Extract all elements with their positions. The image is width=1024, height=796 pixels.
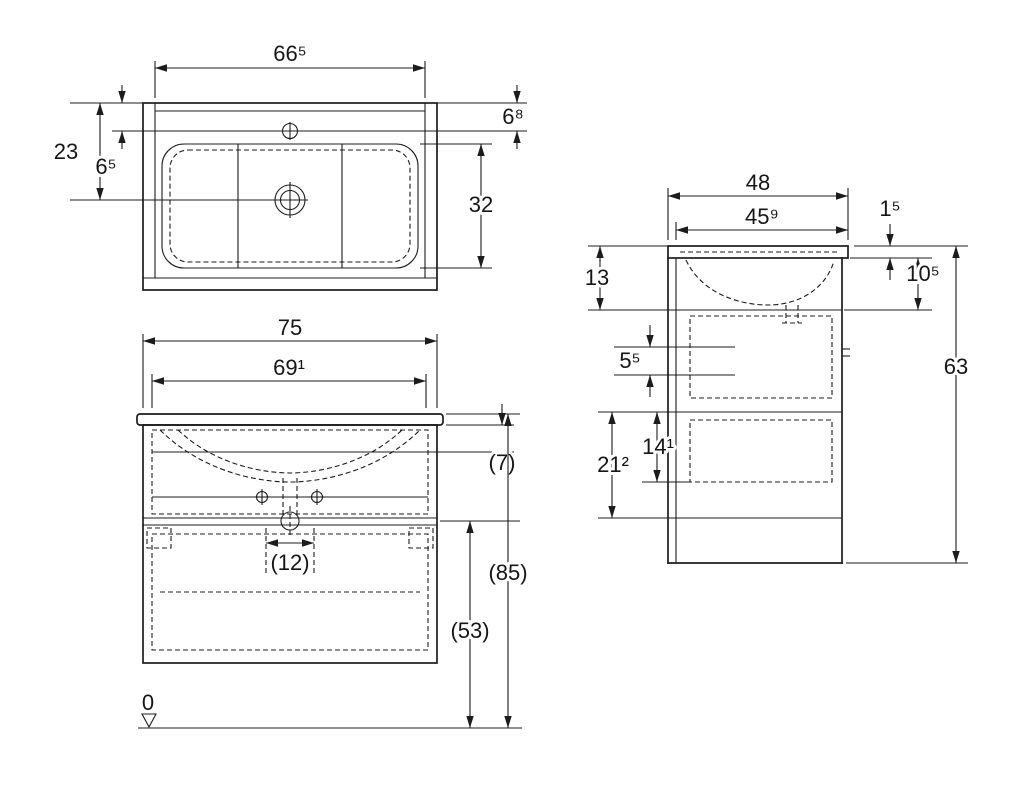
dim-basin-width-label: 66⁵ (273, 41, 307, 66)
dim-drawer-front: 21² (594, 412, 632, 518)
dim-rail-gap-label: 5⁵ (619, 348, 640, 373)
dim-apron-height-label: 10⁵ (906, 261, 940, 286)
dim-basin-depth-label: 32 (469, 192, 493, 217)
dim-basin-depth: 32 (420, 143, 496, 269)
dim-back-to-drain: 23 (51, 102, 274, 201)
dim-drain-clearance-label: (12) (270, 550, 309, 575)
datum-zero-label: 0 (142, 690, 154, 715)
dim-inner-depth: 45⁹ (675, 201, 848, 240)
dim-bottom-height: (53) (440, 520, 520, 728)
dim-back-to-drain-label: 23 (54, 139, 78, 164)
dim-slab-offset-label: (7) (489, 450, 516, 475)
dim-total-depth-label: 48 (746, 170, 770, 195)
dim-cabinet-width: 75 (142, 312, 438, 408)
bottom-drawer-side (689, 419, 833, 483)
dim-recess-depth-label: 13 (585, 265, 609, 290)
slab-side (667, 245, 849, 259)
side-view: 48 45⁹ 1⁵ 10⁵ 13 5⁵ (582, 167, 971, 564)
dim-total-depth: 48 (667, 167, 849, 240)
dim-inner-width-label: 69¹ (273, 355, 305, 380)
tap-hole-symbol (281, 122, 299, 140)
basin-section-contour (685, 259, 835, 306)
dim-back-to-tap-right: 6⁸ (299, 85, 527, 149)
front-view: 75 69¹ (7) (12) (53) ( (136, 312, 531, 729)
washbasin-slab (136, 413, 444, 426)
dim-basin-width: 66⁵ (154, 38, 426, 98)
dim-back-to-tap: 6⁵ (92, 85, 281, 182)
dim-back-to-tap-label: 6⁵ (95, 154, 116, 179)
fixing-point-left (254, 489, 270, 505)
dim-cabinet-width-label: 75 (278, 315, 302, 340)
washbasin-outline (142, 102, 438, 291)
dim-side-total-height-label: 63 (944, 354, 968, 379)
dim-inner-width: 69¹ (151, 352, 427, 408)
drain-outlet-symbol (280, 506, 300, 538)
dim-back-to-tap-right-label: 6⁸ (502, 104, 524, 129)
dim-apron-height: 10⁵ (844, 258, 943, 311)
drawer-runner-right (408, 527, 434, 549)
cabinet-side-outline (588, 245, 850, 564)
dim-inner-depth-label: 45⁹ (745, 204, 779, 229)
dim-drawer-front-label: 21² (597, 452, 629, 477)
top-view: 66⁵ 23 6⁵ 6⁸ 32 (51, 38, 527, 291)
dim-total-height: (85) (446, 413, 531, 728)
drawer-runner-left (146, 527, 172, 549)
dim-drawer-box-label: 14¹ (642, 434, 674, 459)
dim-recess-depth: 13 (582, 245, 668, 310)
top-drawer-side (689, 315, 833, 399)
dim-side-total-height: 63 (846, 246, 971, 564)
basin-underside-contour (159, 429, 421, 483)
dim-rail-gap: 5⁵ (616, 325, 654, 397)
floor-datum: 0 (138, 687, 522, 729)
fixing-point-right (309, 489, 325, 505)
dim-drain-clearance: (12) (265, 528, 315, 578)
drain-symbol (272, 182, 308, 218)
datum-triangle-icon (141, 713, 157, 729)
cabinet-front-outline (136, 413, 444, 664)
dim-front-edge-label: 1⁵ (879, 196, 900, 221)
basin-bowl-outline (161, 143, 419, 269)
dim-slab-offset: (7) (428, 404, 518, 478)
cabinet-body (142, 424, 438, 664)
dim-bottom-height-label: (53) (450, 618, 489, 643)
dim-drawer-box: 14¹ (639, 412, 690, 483)
dim-total-height-label: (85) (488, 560, 527, 585)
